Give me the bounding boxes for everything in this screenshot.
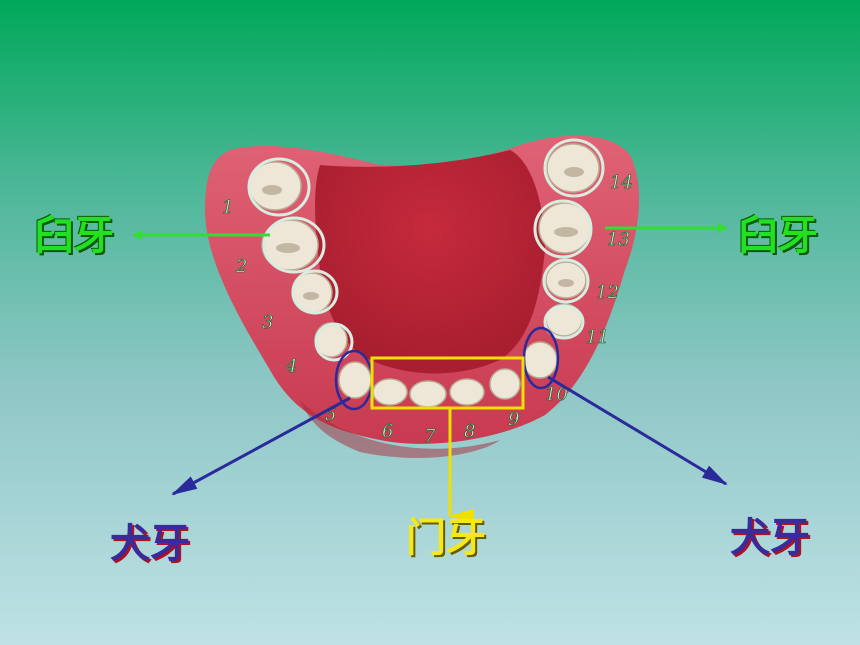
molar-circle-3 [291,269,339,315]
tooth-number: 3 [262,312,273,333]
molar-circle-13 [533,199,593,259]
tooth-number: 13 [607,229,630,250]
molar-circle-4 [314,322,354,362]
tooth-number: 1 [222,197,233,218]
molar-circle-1 [247,157,311,217]
label-molar-left: 臼牙 [34,213,114,259]
tooth-shading [262,167,584,300]
tooth-number: 2 [235,256,247,277]
molar-circle-11 [543,304,585,340]
tooth-number: 7 [424,426,436,447]
molar-highlights [247,138,605,362]
tooth-number: 8 [464,421,475,442]
tooth-7 [409,380,447,408]
tooth-number: 6 [382,421,393,442]
molar-circle-14 [543,138,605,198]
tooth-number: 14 [610,172,633,193]
palate [315,150,545,374]
tooth-2 [261,219,319,271]
jaw-shadow [300,400,500,459]
tooth-10 [522,341,558,379]
tooth-12 [545,261,587,299]
tooth-5 [338,361,372,399]
tooth-number: 4 [285,356,297,377]
label-canine-right: 犬牙 [730,515,810,561]
tooth-8 [449,378,485,406]
molar-circle-2 [262,216,326,274]
tooth-14 [546,143,600,193]
incisor-box [370,356,525,410]
jaw-model [205,135,640,459]
tooth-6 [372,378,408,406]
label-molar-right: 臼牙 [738,213,818,259]
arrow-canine-left [171,396,351,496]
tooth-numbers: 1 2 3 4 5 6 7 8 9 10 11 12 13 14 [222,172,634,448]
tooth-number: 10 [545,384,568,405]
tooth-number: 12 [596,282,619,303]
molar-circle-12 [542,258,590,304]
label-canine-left: 犬牙 [110,521,190,567]
tooth-number: 9 [508,409,519,430]
tooth-number: 11 [586,327,609,348]
label-incisor: 门牙 [406,515,486,561]
tooth-9 [489,368,521,400]
arrow-canine-right [547,375,728,486]
